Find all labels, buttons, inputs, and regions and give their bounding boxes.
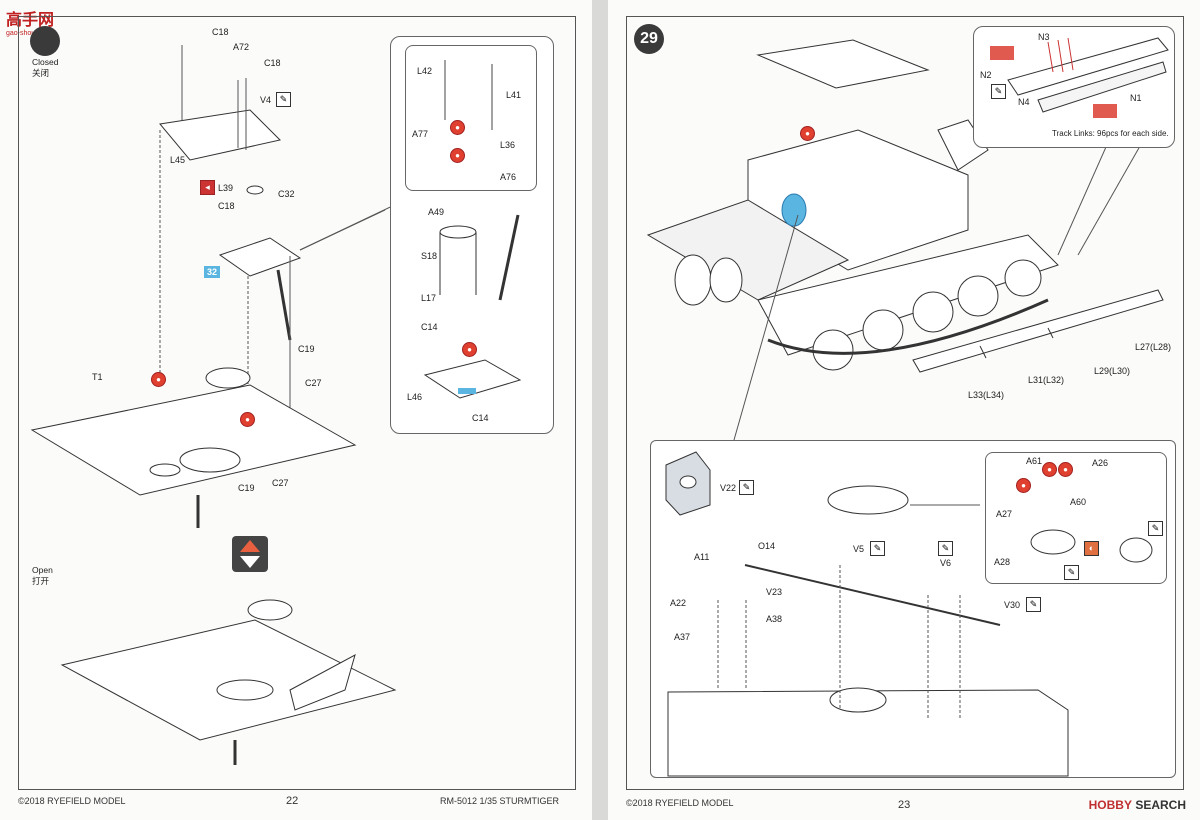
part-label: V5 <box>853 544 865 554</box>
part-label: C32 <box>278 189 295 199</box>
manual-page-right: 29 N3 N2 ✎ N <box>608 0 1200 820</box>
track-note: Track Links: 96pcs for each side. <box>1052 129 1169 138</box>
part-label: C18 <box>264 58 281 68</box>
detail-subcallout <box>405 45 537 191</box>
step-ref-tag: 32 <box>204 266 221 278</box>
footer-copyright: ©2018 RYEFIELD MODEL <box>626 798 734 808</box>
part-label: T1 <box>92 372 103 382</box>
part-label: L33(L34) <box>968 390 1005 400</box>
glue-icon: ● <box>450 148 465 163</box>
part-label: N2 <box>980 70 992 80</box>
part-label: C19 <box>298 344 315 354</box>
pencil-icon: ✎ <box>991 84 1006 99</box>
part-label: N3 <box>1038 32 1050 42</box>
part-label: L46 <box>407 392 423 402</box>
part-label: A61 <box>1026 456 1043 466</box>
part-label: V22 <box>720 483 737 493</box>
part-label: A37 <box>674 632 691 642</box>
part-label: C19 <box>238 483 255 493</box>
part-label: C14 <box>421 322 438 332</box>
part-label: S18 <box>421 251 438 261</box>
part-label: A26 <box>1092 458 1109 468</box>
part-label: L17 <box>421 293 437 303</box>
part-label: N1 <box>1130 93 1142 103</box>
part-label: O14 <box>758 541 776 551</box>
part-label: A22 <box>670 598 687 608</box>
pencil-icon: ✎ <box>276 92 291 107</box>
part-label: L41 <box>506 90 522 100</box>
part-label: C27 <box>305 378 322 388</box>
footer-copyright: ©2018 RYEFIELD MODEL <box>18 796 126 806</box>
part-label: L31(L32) <box>1028 375 1065 385</box>
hobbysearch-logo: HOBBY SEARCH <box>1088 798 1186 812</box>
part-label: A27 <box>996 509 1013 519</box>
step-number-badge <box>30 26 60 56</box>
part-label: L29(L30) <box>1094 366 1131 376</box>
track-links-drawing <box>990 37 1169 118</box>
part-label: A77 <box>412 129 429 139</box>
part-label: C18 <box>218 201 235 211</box>
page-frame <box>18 16 576 790</box>
glue-icon: ● <box>240 412 255 427</box>
step-number-badge: 29 <box>634 24 664 54</box>
part-label: V30 <box>1004 600 1021 610</box>
pencil-icon: ✎ <box>1026 597 1041 612</box>
part-label: L42 <box>417 66 433 76</box>
glue-icon: ● <box>462 342 477 357</box>
part-label: A60 <box>1070 497 1087 507</box>
part-label: L27(L28) <box>1135 342 1172 352</box>
pencil-icon: ✎ <box>1064 565 1079 580</box>
sub-assembly-drawing <box>665 451 1153 777</box>
part-label: V4 <box>260 95 272 105</box>
part-label: L45 <box>170 155 186 165</box>
part-label: C27 <box>272 478 289 488</box>
part-label: A28 <box>994 557 1011 567</box>
page-number: 22 <box>286 795 299 807</box>
part-label: A49 <box>428 207 445 217</box>
pencil-icon: ✎ <box>739 480 754 495</box>
glue-icon: ● <box>1058 462 1073 477</box>
assembly-drawing-closed <box>30 45 406 765</box>
glue-icon: ● <box>450 120 465 135</box>
glue-icon: ● <box>151 372 166 387</box>
page-frame <box>626 16 1184 790</box>
paint-icon: ◐ <box>1084 541 1099 556</box>
pencil-icon: ✎ <box>870 541 885 556</box>
part-label: A11 <box>694 552 710 562</box>
part-label: A38 <box>766 614 783 624</box>
part-label: C14 <box>472 413 489 423</box>
remove-icon: ◂ <box>200 180 215 195</box>
part-label: A76 <box>500 172 517 182</box>
tank-assembly-drawing <box>646 39 1164 441</box>
part-label: L36 <box>500 140 516 150</box>
part-label: V6 <box>940 558 952 568</box>
glue-icon: ● <box>1016 478 1031 493</box>
part-label: L39 <box>218 183 234 193</box>
glue-icon: ● <box>1042 462 1057 477</box>
part-label: C18 <box>212 27 229 37</box>
pencil-icon: ✎ <box>938 541 953 556</box>
part-label: N4 <box>1018 97 1030 107</box>
glue-icon: ● <box>800 126 815 141</box>
part-label: A72 <box>233 42 250 52</box>
pencil-icon: ✎ <box>1148 521 1163 536</box>
page-number: 23 <box>898 799 911 811</box>
footer-model: RM-5012 1/35 STURMTIGER <box>440 796 560 806</box>
callout-drawing <box>423 60 522 399</box>
part-label: V23 <box>766 587 783 597</box>
